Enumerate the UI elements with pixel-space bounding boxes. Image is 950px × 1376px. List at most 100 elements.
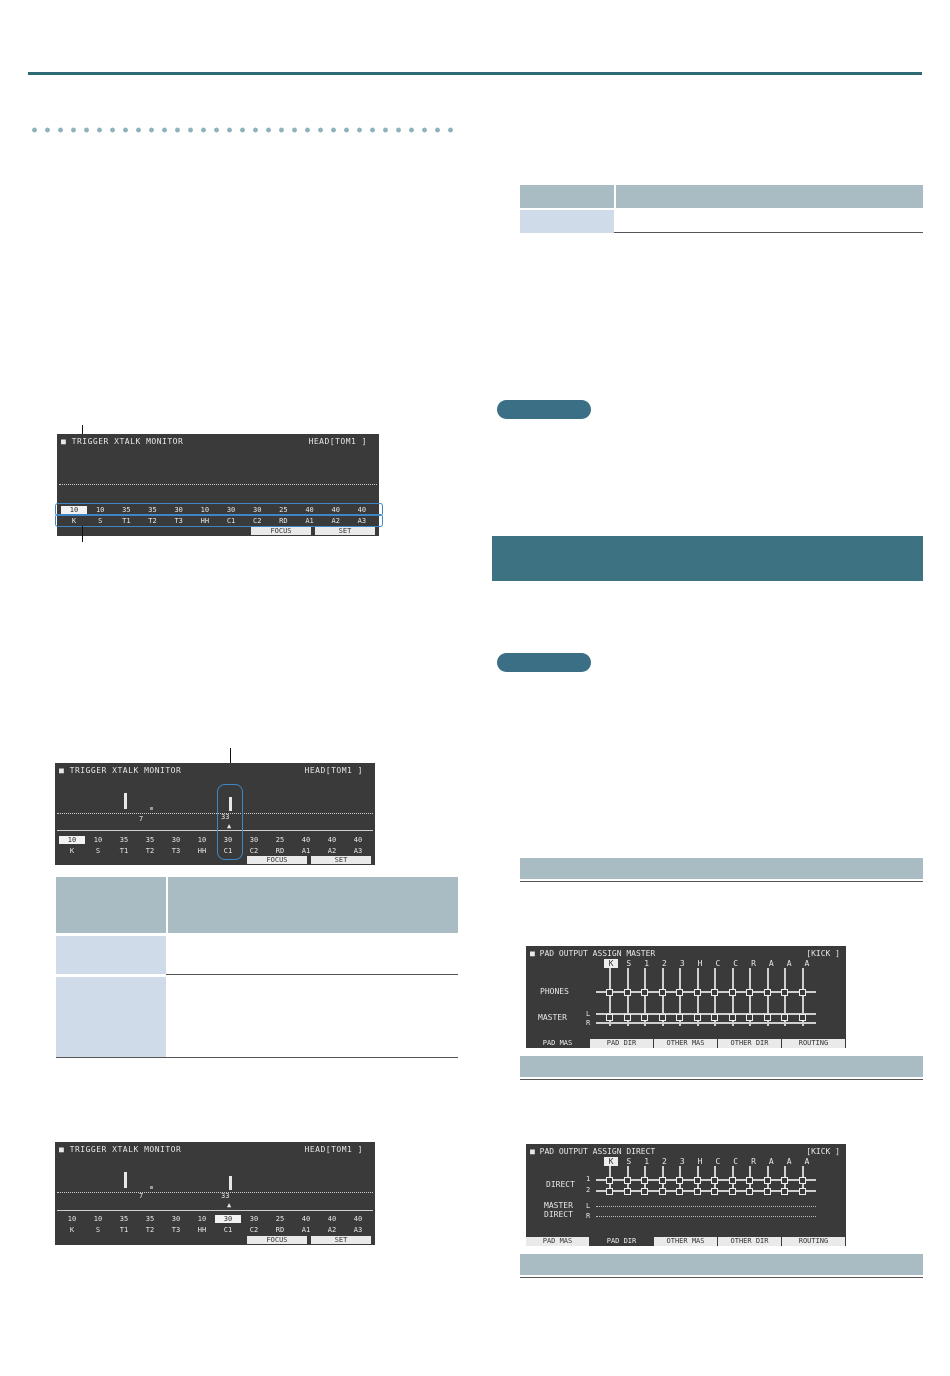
route-node[interactable] [781,1014,788,1021]
route-node[interactable] [728,1177,736,1184]
pad-letter[interactable]: S [626,1157,632,1166]
route-node[interactable] [711,1177,718,1184]
route-node[interactable] [623,1188,631,1195]
route-node[interactable] [693,1177,701,1184]
value-cell[interactable]: 35 [119,1215,129,1223]
pad-letter[interactable]: 1 [644,959,650,968]
route-node[interactable] [763,1188,771,1195]
tab-pad-dir[interactable]: PAD DIR [590,1237,654,1246]
pad-letter[interactable]: A [786,959,792,968]
route-node[interactable] [763,1014,771,1021]
value-cell[interactable]: 10 [61,506,87,514]
value-cell[interactable]: 30 [215,1215,241,1223]
value-cell[interactable]: 30 [223,836,233,844]
route-node[interactable] [623,989,631,996]
value-cell[interactable]: 30 [171,836,181,844]
tab-other-mas[interactable]: OTHER MAS [654,1237,718,1246]
value-cell[interactable]: 10 [93,1215,103,1223]
value-cell[interactable]: 35 [148,506,157,514]
route-node[interactable] [728,1188,736,1195]
value-cell[interactable]: 35 [122,506,131,514]
value-cell[interactable]: 10 [197,1215,207,1223]
route-node[interactable] [746,1188,753,1195]
pad-letter[interactable]: R [751,1157,756,1166]
value-cell[interactable]: 35 [145,836,155,844]
route-node[interactable] [623,1177,631,1184]
route-node[interactable] [763,1177,771,1184]
route-node[interactable] [781,1188,788,1195]
route-node[interactable] [693,1014,701,1021]
pad-letter[interactable]: H [697,1157,703,1166]
route-node[interactable] [658,1014,666,1021]
value-cell[interactable]: 30 [174,506,183,514]
value-cell[interactable]: 30 [171,1215,181,1223]
focus-softkey[interactable]: FOCUS [251,527,311,535]
route-node[interactable] [746,989,753,996]
focus-softkey[interactable]: FOCUS [247,1236,307,1244]
value-cell[interactable]: 40 [305,506,314,514]
pad-letter[interactable]: S [626,959,632,968]
value-cell[interactable]: 10 [59,836,85,844]
value-cell[interactable]: 40 [353,836,363,844]
pad-letter[interactable]: R [751,959,756,968]
value-cell[interactable]: 10 [197,836,207,844]
pad-letter[interactable]: 3 [679,959,685,968]
route-node[interactable] [711,1014,718,1021]
pad-letter[interactable]: 2 [662,959,667,968]
route-node[interactable] [641,989,648,996]
value-cell[interactable]: 40 [357,506,367,514]
route-node[interactable] [676,1177,683,1184]
pad-letter[interactable]: 3 [679,1157,685,1166]
value-cell[interactable]: 40 [331,506,340,514]
pad-letter[interactable]: K [604,959,618,968]
value-cell[interactable]: 40 [353,1215,363,1223]
route-node[interactable] [658,1177,666,1184]
tab-pad-mas[interactable]: PAD MAS [526,1237,590,1246]
pad-letter[interactable]: 2 [662,1157,667,1166]
route-node[interactable] [711,1188,718,1195]
route-node[interactable] [641,1188,648,1195]
route-node[interactable] [798,989,806,996]
pad-letter[interactable]: K [604,1157,618,1166]
value-cell[interactable]: 30 [252,506,262,514]
value-cell[interactable]: 10 [67,1215,77,1223]
value-cell[interactable]: 40 [327,1215,337,1223]
route-node[interactable] [658,1188,666,1195]
focus-softkey[interactable]: FOCUS [247,856,307,864]
pad-letter[interactable]: 1 [644,1157,650,1166]
pad-letter[interactable]: C [715,959,721,968]
route-node[interactable] [658,989,666,996]
pad-letter[interactable]: A [804,959,810,968]
route-node[interactable] [676,989,683,996]
value-cell[interactable]: 10 [93,836,103,844]
set-softkey[interactable]: SET [311,1236,371,1244]
value-cell[interactable]: 30 [249,836,259,844]
route-node[interactable] [641,1014,648,1021]
value-cell[interactable]: 25 [275,1215,285,1223]
pad-letter[interactable]: A [768,1157,774,1166]
route-node[interactable] [781,1177,788,1184]
route-node[interactable] [798,1177,806,1184]
pad-letter[interactable]: A [768,959,774,968]
pad-letter[interactable]: A [804,1157,810,1166]
tab-routing[interactable]: ROUTING [782,1237,846,1246]
route-node[interactable] [606,989,613,996]
route-node[interactable] [728,1014,736,1021]
value-cell[interactable]: 30 [226,506,236,514]
tab-other-mas[interactable]: OTHER MAS [654,1039,718,1048]
route-node[interactable] [676,1014,683,1021]
tab-other-dir[interactable]: OTHER DIR [718,1039,782,1048]
value-cell[interactable]: 25 [275,836,285,844]
pad-letter[interactable]: H [697,959,703,968]
value-cell[interactable]: 10 [95,506,105,514]
pad-letter[interactable]: C [733,1157,739,1166]
value-cell[interactable]: 30 [249,1215,259,1223]
pad-letter[interactable]: A [786,1157,792,1166]
route-node[interactable] [676,1188,683,1195]
route-node[interactable] [606,1014,613,1021]
route-node[interactable] [641,1177,648,1184]
tab-pad-dir[interactable]: PAD DIR [590,1039,654,1048]
pad-letter[interactable]: C [733,959,739,968]
value-cell[interactable]: 25 [279,506,288,514]
tab-routing[interactable]: ROUTING [782,1039,846,1048]
